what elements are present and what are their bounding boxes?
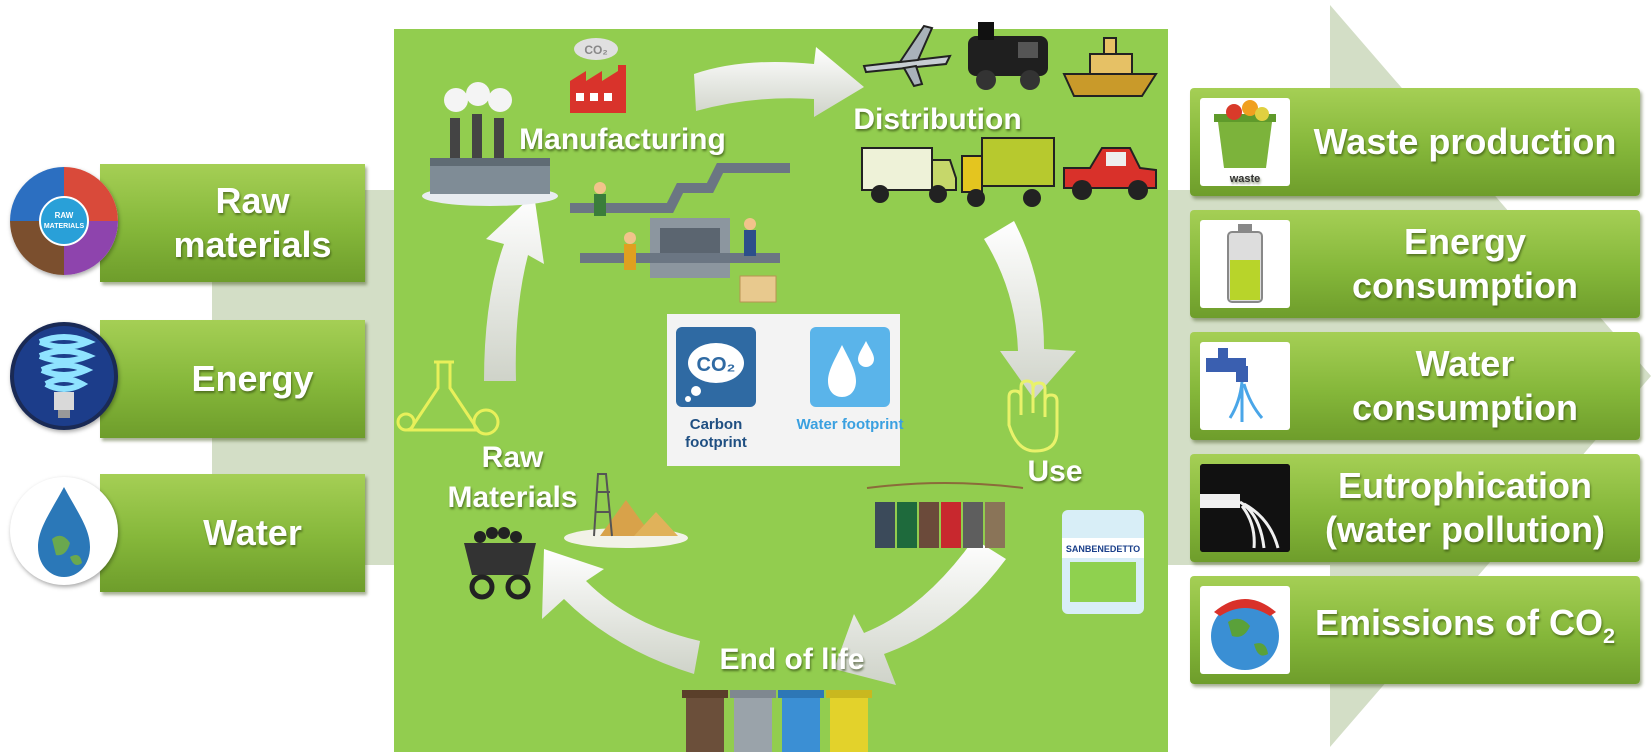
svg-text:RAW: RAW <box>55 211 74 220</box>
arrow-to-manufacturing <box>484 194 544 381</box>
arrow-to-end-of-life <box>834 539 1006 685</box>
output-water-consumption: Water consumption <box>1190 332 1640 440</box>
emissions-label: Emissions of CO2 <box>1314 602 1616 649</box>
water-footprint-label: Water footprint <box>796 416 904 433</box>
water-drop-earth-icon <box>10 477 118 585</box>
output-eutrophication: Eutrophication (water pollution) <box>1190 454 1640 562</box>
raw-materials-icon: RAW MATERIALS <box>10 167 118 275</box>
flask-icon <box>396 360 500 436</box>
svg-text:waste: waste <box>1229 173 1261 185</box>
water-footprint-icon <box>810 327 890 407</box>
truck-icon <box>961 137 1055 207</box>
arrow-to-raw-materials <box>542 549 700 674</box>
stage-use: Use <box>1027 455 1083 488</box>
sand-mining-icon <box>564 473 688 548</box>
airplane-icon <box>862 24 952 88</box>
pickup-car-icon <box>1063 147 1157 200</box>
arrow-to-distribution <box>694 47 864 117</box>
output-energy-consumption: Energy consumption <box>1190 210 1640 318</box>
co2-factory-icon: CO₂ <box>570 38 626 113</box>
train-icon <box>968 22 1048 90</box>
stage-end-of-life: End of life <box>719 643 865 676</box>
output-waste-production: waste Waste production <box>1190 88 1640 196</box>
assembly-line-icon <box>570 163 790 303</box>
output-emissions-co2: Emissions of CO2 <box>1190 576 1640 684</box>
svg-text:CO₂: CO₂ <box>697 354 736 376</box>
water-bottles-icon: SANBENEDETTO <box>1062 510 1144 614</box>
waste-bin-icon: waste <box>1200 98 1290 186</box>
light-bulb-icon <box>10 322 118 430</box>
cycle-arrows <box>484 47 1076 685</box>
stage-manufacturing: Manufacturing <box>519 123 726 156</box>
coal-cart-icon <box>464 527 536 600</box>
svg-text:CO₂: CO₂ <box>584 43 607 57</box>
hand-icon <box>1007 379 1059 453</box>
faucet-icon <box>1200 342 1290 430</box>
carbon-footprint-label: Carbon footprint <box>685 416 747 451</box>
pollution-pipe-icon <box>1200 464 1290 552</box>
battery-icon <box>1200 220 1290 308</box>
input-water: Water <box>100 474 365 592</box>
svg-text:SANBENEDETTO: SANBENEDETTO <box>1066 544 1140 554</box>
svg-text:MATERIALS: MATERIALS <box>44 223 85 230</box>
ship-icon <box>1062 37 1158 97</box>
stage-raw-materials: Raw Materials <box>447 441 578 514</box>
sick-earth-icon <box>1200 586 1290 674</box>
shopping-bags-icon <box>866 482 1024 548</box>
carbon-footprint-icon: CO₂ <box>676 327 756 407</box>
factory-smokestacks-icon <box>422 82 558 206</box>
stage-distribution: Distribution <box>853 103 1022 136</box>
van-icon <box>861 147 957 203</box>
recycling-bins-icon <box>682 690 872 752</box>
input-raw-materials: Raw materials <box>100 164 365 282</box>
input-energy: Energy <box>100 320 365 438</box>
footprint-box: CO₂ Carbon footprint Water footprint <box>667 314 903 466</box>
arrow-to-use <box>984 221 1076 399</box>
